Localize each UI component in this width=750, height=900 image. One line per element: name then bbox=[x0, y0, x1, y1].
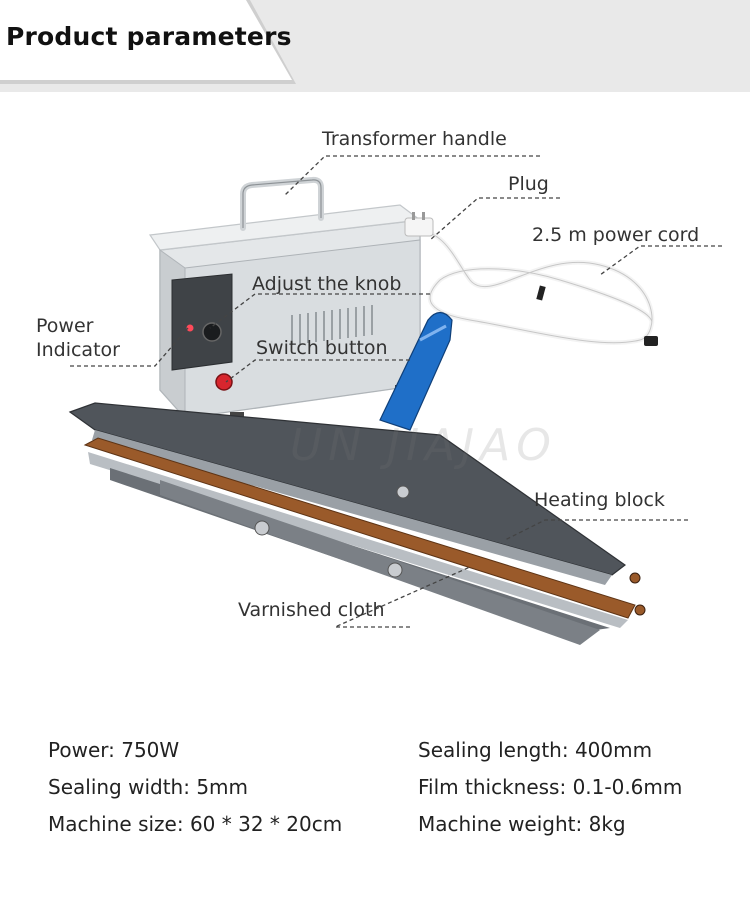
cord-connector bbox=[644, 336, 658, 346]
watermark: UN JIAJAO bbox=[290, 420, 557, 471]
callout-heating-block: Heating block bbox=[534, 489, 665, 511]
switch-button bbox=[215, 373, 233, 391]
callout-power-indicator-line2: Indicator bbox=[36, 339, 120, 361]
spec-power: Power: 750W bbox=[48, 738, 180, 762]
impulse-sealer-illustration bbox=[68, 155, 722, 645]
spec-sealing-width: Sealing width: 5mm bbox=[48, 775, 249, 799]
callout-varnished-cloth: Varnished cloth bbox=[238, 599, 385, 621]
transformer-box bbox=[148, 204, 422, 420]
callout-leader-lines bbox=[70, 155, 722, 628]
plug bbox=[404, 212, 434, 237]
spec-machine-size: Machine size: 60 * 32 * 20cm bbox=[48, 812, 343, 836]
page-title: Product parameters bbox=[6, 22, 292, 51]
callout-transformer-handle: Transformer handle bbox=[322, 128, 507, 150]
spec-machine-weight: Machine weight: 8kg bbox=[418, 812, 626, 836]
callout-switch-button: Switch button bbox=[256, 337, 388, 359]
sealer-handle bbox=[379, 311, 453, 431]
callout-power-indicator-line1: Power bbox=[36, 315, 94, 337]
sealer-lower-arm bbox=[83, 437, 646, 645]
power-indicator-light bbox=[186, 324, 194, 332]
spec-film-thickness: Film thickness: 0.1-0.6mm bbox=[418, 775, 683, 799]
callout-plug: Plug bbox=[508, 173, 549, 195]
callout-power-cord: 2.5 m power cord bbox=[532, 224, 700, 246]
title-tab bbox=[0, 0, 292, 80]
spec-sealing-length: Sealing length: 400mm bbox=[418, 738, 653, 762]
callout-adjust-knob: Adjust the knob bbox=[252, 273, 402, 295]
product-figure: UN JIAJAO Transformer handle Plug 2.5 m … bbox=[0, 100, 750, 670]
sealer-upper-arm bbox=[68, 402, 627, 585]
adjust-knob bbox=[202, 322, 222, 342]
